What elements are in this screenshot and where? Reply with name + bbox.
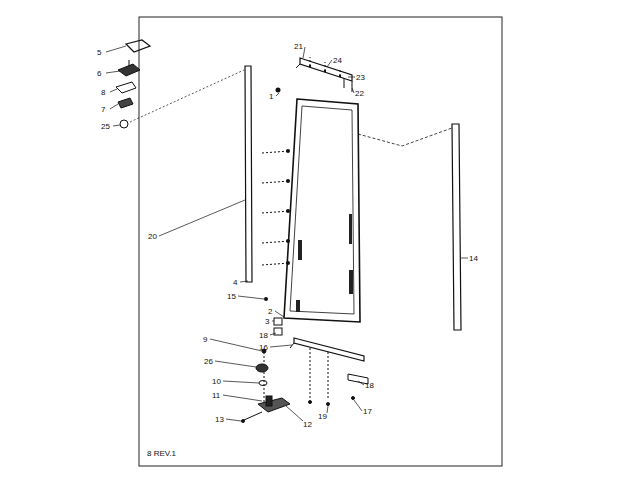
leader-lines	[106, 46, 468, 421]
door-panel	[284, 99, 360, 322]
door-inner	[290, 106, 354, 314]
callout-number: 11	[212, 391, 220, 400]
callout-number: 8	[101, 88, 105, 97]
callout-number: 6	[97, 69, 101, 78]
callout-number: 23	[356, 73, 365, 82]
callout-number: 26	[204, 357, 213, 366]
callout-number: 19	[318, 412, 327, 421]
callout-number: 25	[101, 122, 110, 131]
callout-number: 2	[268, 307, 272, 316]
trim-strip	[452, 124, 461, 330]
screws	[262, 151, 290, 265]
callout-number: 7	[101, 105, 105, 114]
top-hinge	[116, 40, 244, 128]
callout-number: 21	[294, 42, 303, 51]
trim-strip	[245, 66, 252, 282]
callout-number: 3	[265, 317, 269, 326]
callout-number: 24	[333, 56, 342, 65]
bottom-parts	[242, 318, 369, 423]
callout-number: 18	[259, 331, 268, 340]
callout-number: 12	[303, 420, 312, 429]
callout-number: 4	[233, 278, 237, 287]
callout-number: 13	[215, 415, 224, 424]
callout-number: 5	[97, 48, 101, 57]
callout-number: 9	[203, 335, 207, 344]
callout-number: 10	[212, 377, 221, 386]
callout-number: 15	[227, 292, 236, 301]
door-blocks	[296, 214, 353, 312]
callout-number: 18	[365, 381, 374, 390]
callout-number: 16	[259, 343, 268, 352]
revision-note: 8 REV.1	[147, 449, 176, 458]
top-cap	[300, 58, 352, 81]
callout-number: 14	[469, 254, 478, 263]
callout-number: 17	[363, 407, 372, 416]
callout-number: 1	[269, 92, 273, 101]
callout-number: 22	[355, 89, 364, 98]
callout-number: 20	[148, 232, 157, 241]
frame	[139, 17, 502, 466]
